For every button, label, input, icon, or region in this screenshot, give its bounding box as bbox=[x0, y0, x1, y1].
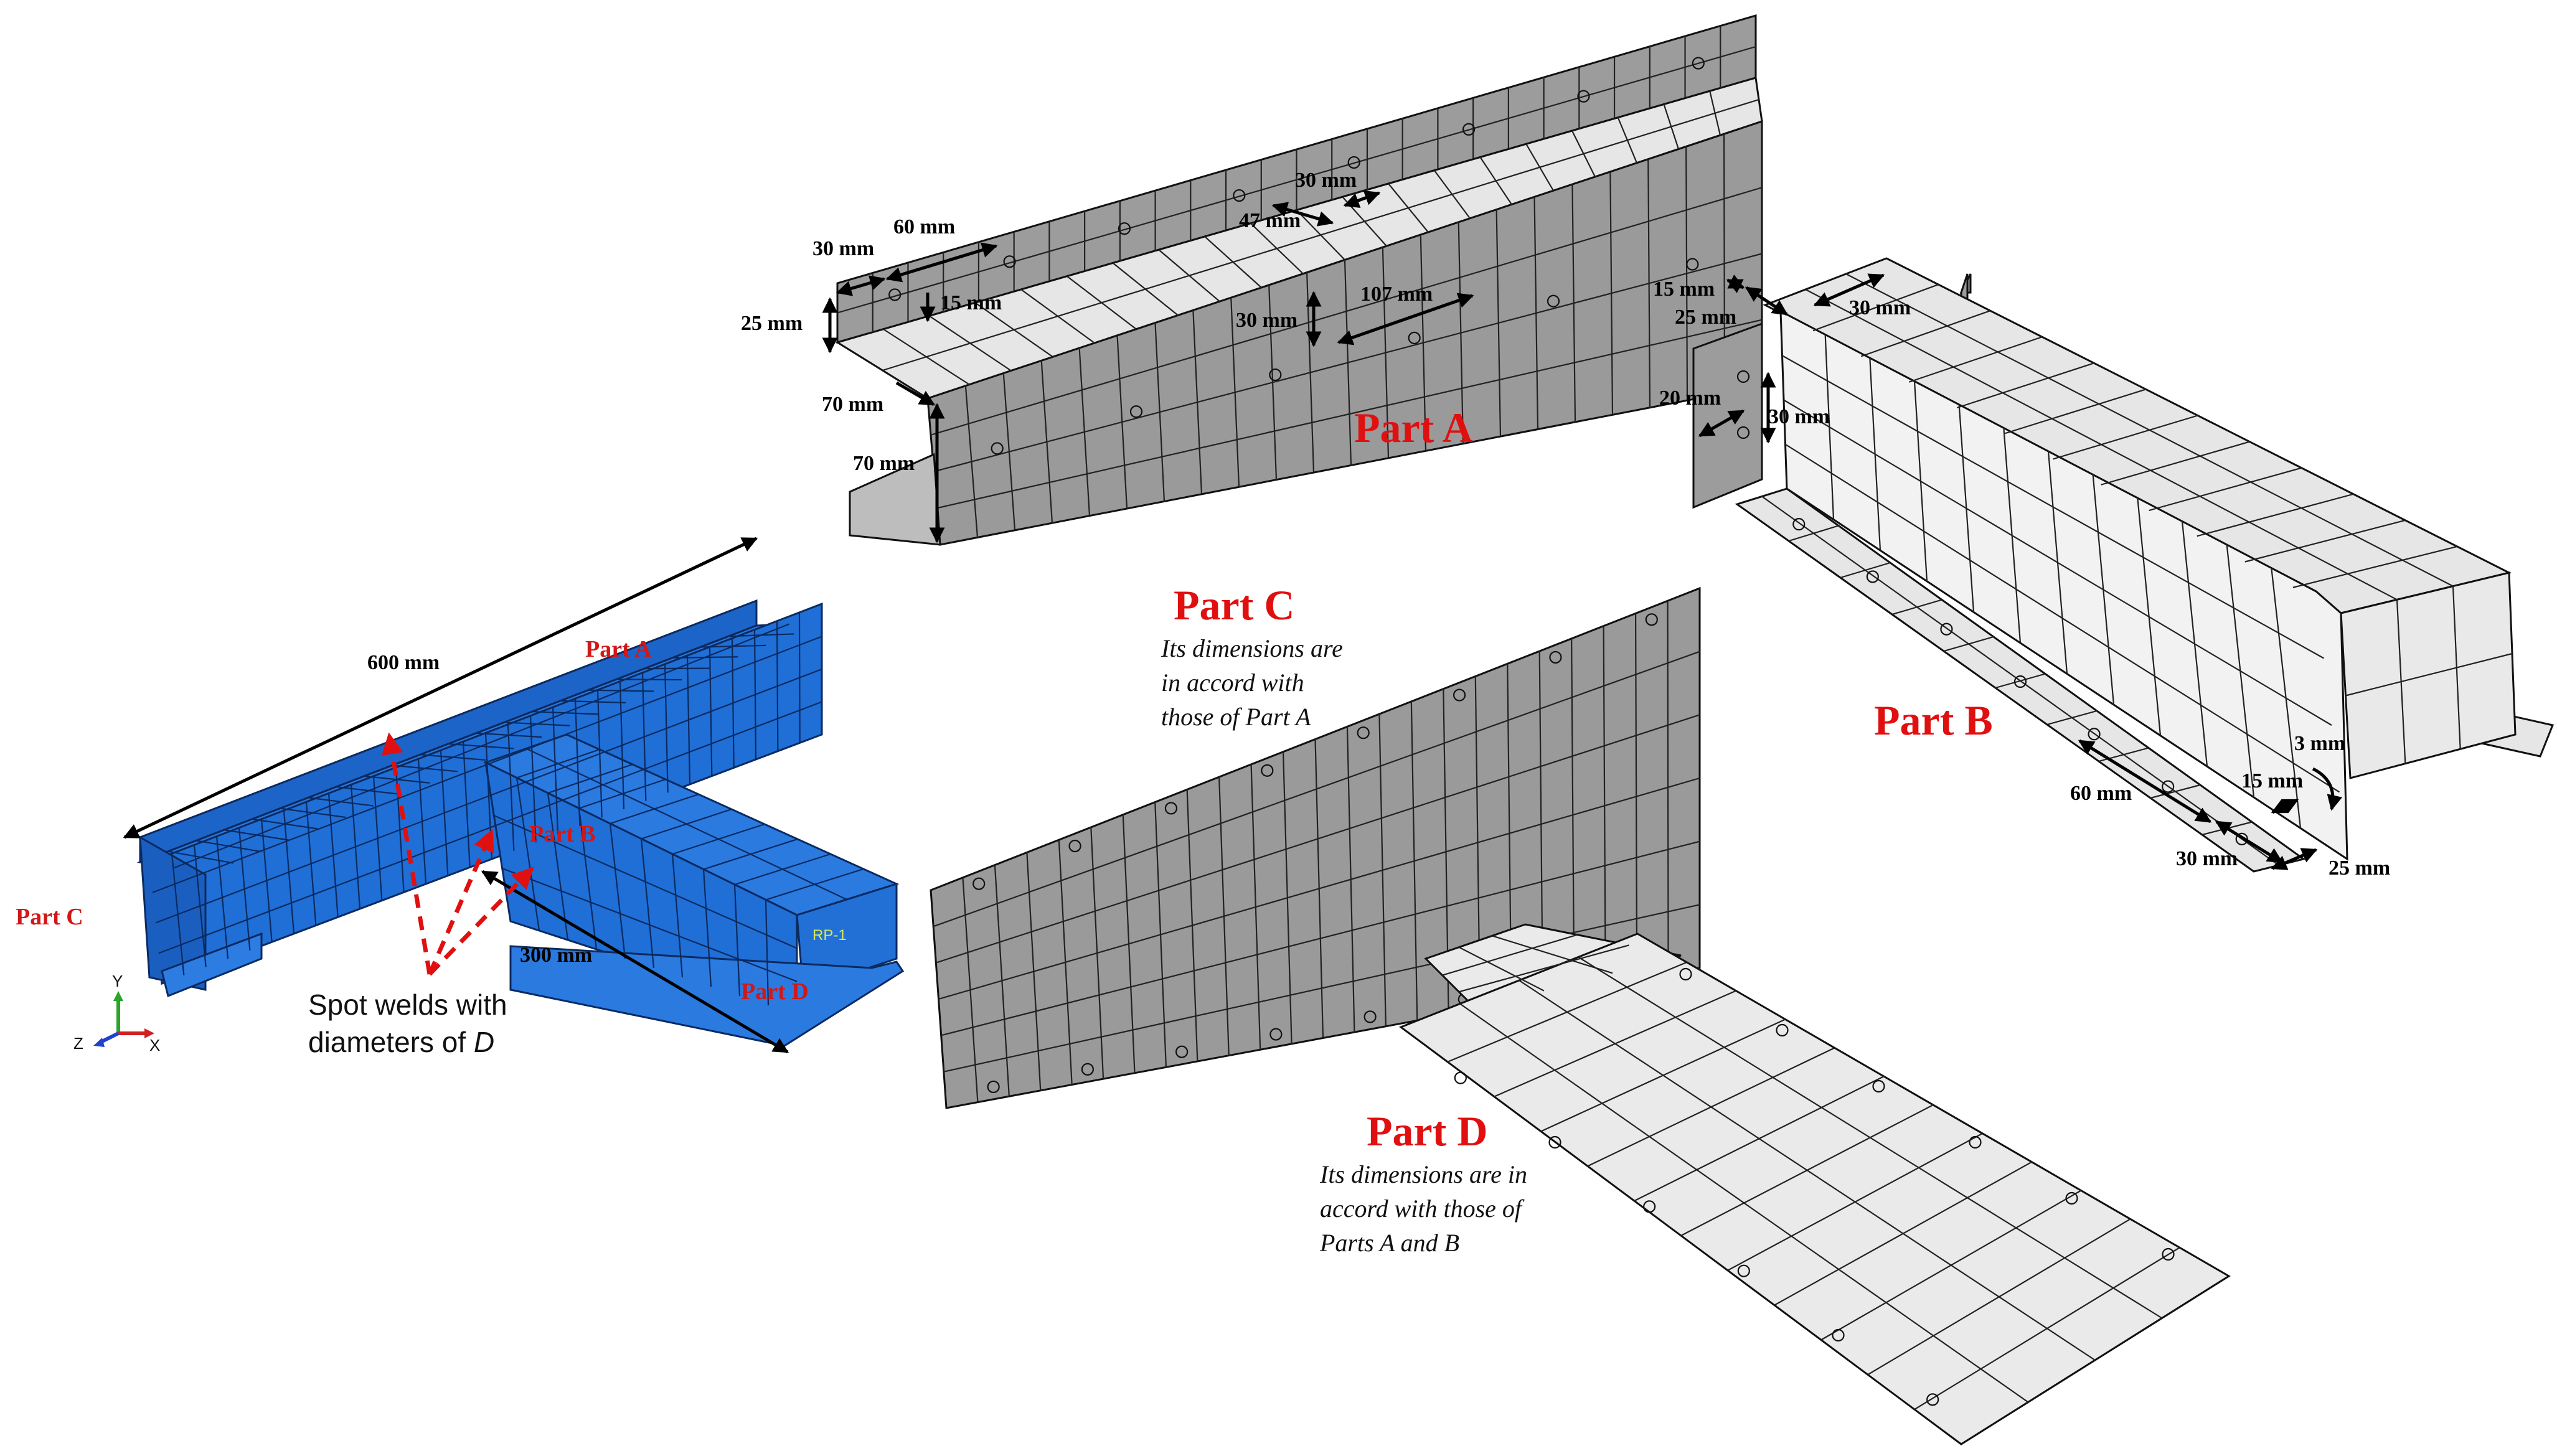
part-a-dim-30-web: 30 mm bbox=[1295, 169, 1357, 192]
part-a-dim-25: 25 mm bbox=[741, 312, 803, 335]
assembly-label-part-d: Part D bbox=[741, 979, 809, 1005]
assembly-length-300: 300 mm bbox=[520, 944, 592, 967]
spot-welds-diameter-symbol: D bbox=[474, 1026, 494, 1058]
assembly-length-600: 600 mm bbox=[367, 651, 440, 674]
part-b-dim-15-bottom: 15 mm bbox=[2241, 769, 2303, 792]
axis-triad: Y Z X bbox=[73, 972, 160, 1054]
part-b-dim-20: 20 mm bbox=[1659, 387, 1721, 410]
part-b-dim-25-top: 25 mm bbox=[1675, 306, 1736, 329]
spot-welds-caption-line-2: diameters of D bbox=[308, 1026, 494, 1058]
part-c-title: Part C bbox=[1174, 581, 1294, 629]
spot-welds-caption-text: diameters of bbox=[308, 1026, 474, 1058]
part-b-dim-30-tab: 30 mm bbox=[1768, 405, 1830, 428]
part-b-mesh bbox=[1761, 273, 2513, 866]
part-b-dim-3: 3 mm bbox=[2294, 732, 2345, 755]
part-d-mesh bbox=[1442, 934, 2180, 1411]
part-a-drawing bbox=[835, 14, 1763, 546]
axis-label-x: X bbox=[149, 1036, 160, 1054]
part-a-title: Part A bbox=[1354, 404, 1473, 451]
assembly-label-part-a: Part A bbox=[585, 636, 652, 662]
part-a-dim-70-top: 70 mm bbox=[822, 393, 883, 416]
part-c-note-line-3: those of Part A bbox=[1161, 703, 1311, 731]
part-a-dim-70-side: 70 mm bbox=[853, 452, 915, 475]
part-a-dim-60: 60 mm bbox=[893, 215, 955, 238]
part-a-dim-15: 15 mm bbox=[940, 291, 1002, 314]
part-a-dim-107: 107 mm bbox=[1360, 283, 1433, 306]
part-d-spot-welds bbox=[1454, 967, 2175, 1406]
part-b-dim-25-bottom: 25 mm bbox=[2329, 857, 2390, 880]
part-c-note-line-1: Its dimensions are bbox=[1161, 634, 1343, 662]
part-d-note-line-1: Its dimensions are in bbox=[1319, 1160, 1527, 1188]
part-c-mesh bbox=[933, 601, 1700, 1102]
assembly-label-part-b: Part B bbox=[529, 821, 596, 847]
part-b-dim-60: 60 mm bbox=[2070, 782, 2132, 805]
spot-welds-caption-line-1: Spot welds with bbox=[308, 989, 507, 1021]
part-a-dim-47: 47 mm bbox=[1239, 209, 1301, 232]
part-b-dimension-lines bbox=[1698, 273, 2343, 870]
spot-weld-pointer-arrows bbox=[381, 732, 534, 976]
part-c-note-line-2: in accord with bbox=[1161, 669, 1304, 697]
part-d-note-line-2: accord with those of bbox=[1320, 1195, 1525, 1223]
part-b-dim-30-bottom: 30 mm bbox=[2176, 847, 2238, 870]
part-d-note-line-3: Parts A and B bbox=[1319, 1229, 1459, 1257]
part-d-title: Part D bbox=[1367, 1107, 1487, 1155]
part-d-drawing bbox=[1398, 923, 2231, 1445]
part-b-dim-15-top: 15 mm bbox=[1653, 278, 1715, 301]
axis-label-y: Y bbox=[112, 972, 123, 990]
part-a-dimension-lines bbox=[822, 190, 1474, 543]
assembly-label-part-c: Part C bbox=[16, 904, 83, 930]
axis-label-z: Z bbox=[73, 1034, 83, 1053]
assembly-dimension-lines bbox=[123, 537, 789, 1054]
part-a-dim-30: 30 mm bbox=[812, 237, 874, 260]
part-b-dim-30-top: 30 mm bbox=[1849, 296, 1911, 319]
part-b-title: Part B bbox=[1874, 697, 1993, 744]
part-a-dim-30-wall: 30 mm bbox=[1236, 309, 1297, 332]
assembly-reference-point: RP-1 bbox=[812, 927, 847, 944]
part-b-drawing bbox=[1692, 257, 2555, 873]
